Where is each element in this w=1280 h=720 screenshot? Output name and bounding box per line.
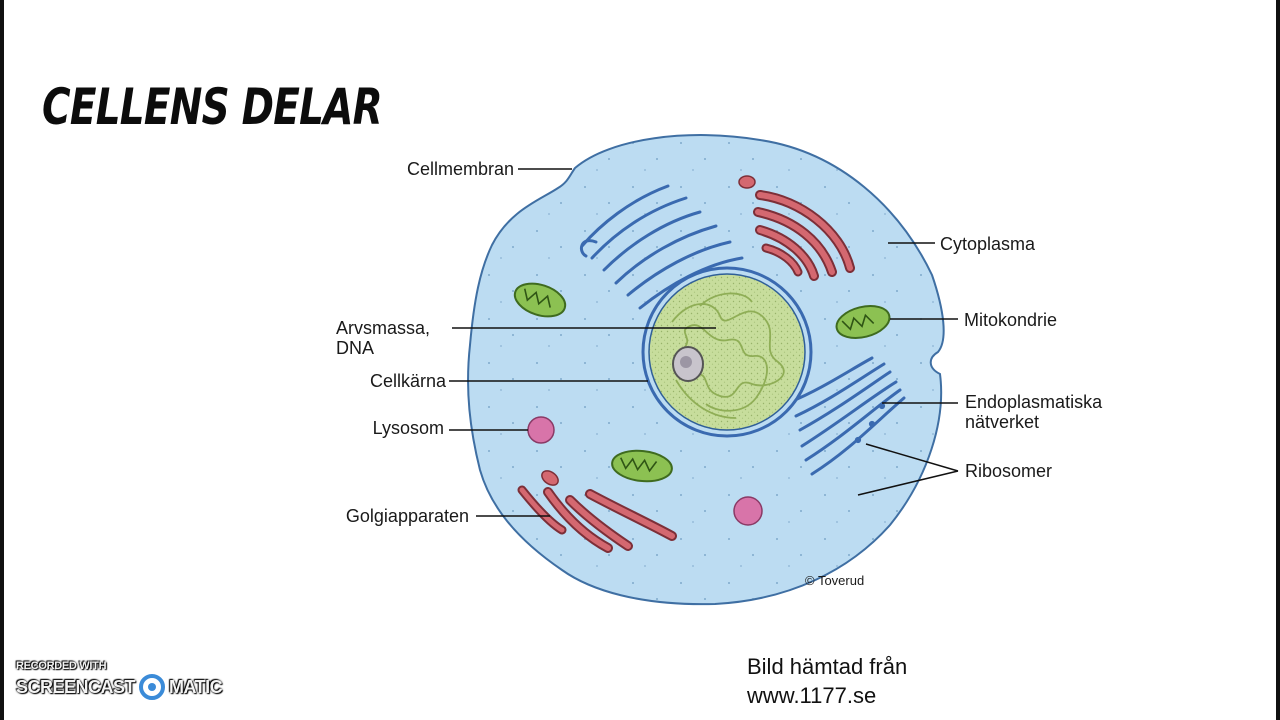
leader-lines — [449, 168, 959, 517]
image-credit: © Toverud — [805, 573, 864, 588]
mitochondrion-center — [611, 449, 673, 483]
watermark-recorded-with: RECORDED WITH — [16, 660, 107, 672]
label-arvsmassa-2: DNA — [336, 338, 374, 358]
endoplasmic-reticulum-lower — [788, 356, 906, 476]
mitochondrion-right — [835, 305, 891, 339]
screencast-logo-icon — [139, 674, 166, 700]
watermark-matic: MATIC — [169, 676, 223, 697]
label-ribosomer: Ribosomer — [965, 461, 1052, 481]
source-line-1: Bild hämtad från — [747, 654, 908, 679]
slide-frame-right — [1276, 0, 1280, 720]
label-cellmembran: Cellmembran — [407, 159, 514, 179]
label-cytoplasma: Cytoplasma — [940, 234, 1036, 254]
golgi-lower — [517, 470, 677, 553]
golgi-upper — [738, 175, 855, 281]
recorder-watermark: RECORDED WITH SCREENCAST MATIC — [16, 660, 223, 700]
label-golgiapparaten: Golgiapparaten — [346, 506, 469, 526]
label-natverket: nätverket — [965, 412, 1039, 432]
slide-title: Cellens delar — [42, 78, 383, 136]
slide-frame-left — [0, 0, 4, 720]
label-mitokondrie: Mitokondrie — [964, 310, 1057, 330]
nucleus-interior — [648, 273, 806, 431]
watermark-screencast: SCREENCAST — [16, 676, 136, 697]
source-url: www.1177.se — [747, 683, 877, 708]
lysosome-bottom — [733, 496, 763, 526]
label-cellkarna: Cellkärna — [370, 371, 447, 391]
label-lysosom: Lysosom — [373, 418, 444, 438]
mitochondrion-left — [513, 282, 567, 318]
label-arvsmassa-1: Arvsmassa, — [336, 318, 430, 338]
nucleolus-core — [680, 356, 692, 368]
label-endoplasmatiska: Endoplasmatiska — [965, 392, 1103, 412]
lysosome-left — [527, 416, 555, 444]
image-source: Bild hämtad från www.1177.se — [747, 652, 907, 710]
